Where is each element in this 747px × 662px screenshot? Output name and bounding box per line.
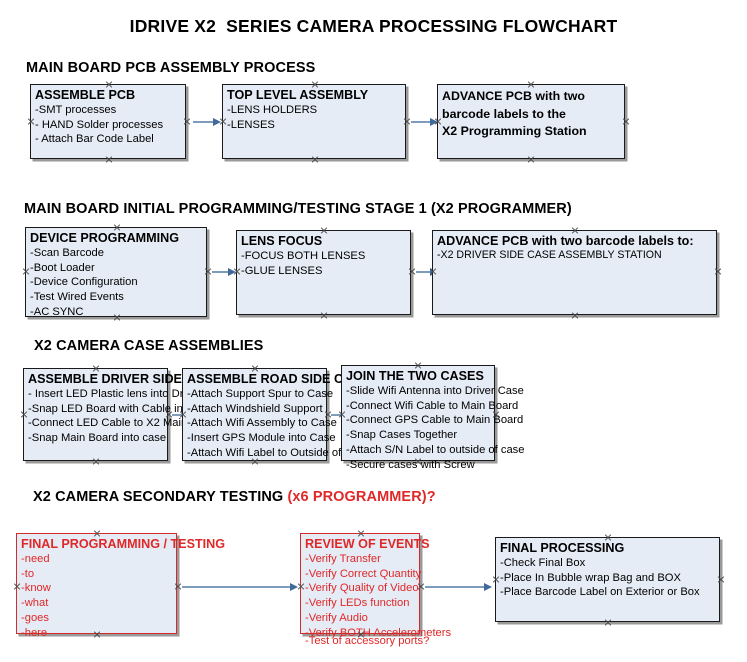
box-line: barcode labels to the xyxy=(442,106,566,121)
box-line: -goes xyxy=(21,611,49,624)
arrow-shaft xyxy=(182,586,291,588)
page-title: IDRIVE X2 SERIES CAMERA PROCESSING FLOWC… xyxy=(129,16,618,36)
box-line: - Attach Bar Code Label xyxy=(35,133,154,146)
arrow-device-programming-to-lens-focus xyxy=(212,267,236,276)
box-line: -Secure cases with Screw xyxy=(346,458,475,471)
section-header-accent: (x6 PROGRAMMER)? xyxy=(287,489,436,505)
box-line: -Device Configuration xyxy=(30,276,138,289)
box-line: -X2 DRIVER SIDE CASE ASSEMBLY STATION xyxy=(437,248,662,261)
section-header-text: MAIN BOARD PCB ASSEMBLY PROCESS xyxy=(26,60,316,76)
box-line: - HAND Solder processes xyxy=(35,118,164,131)
box-line: -LENS HOLDERS xyxy=(227,103,318,116)
box-line: -Test Wired Events xyxy=(30,291,124,304)
box-title: JOIN THE TWO CASES xyxy=(346,369,484,383)
box-assemble-road-side-case[interactable]: ASSEMBLE ROAD SIDE CASE -Attach Support … xyxy=(182,368,371,461)
box-assemble-pcb[interactable]: ASSEMBLE PCB -SMT processes - HAND Solde… xyxy=(30,84,186,159)
arrow-shaft xyxy=(193,121,214,123)
box-final-programming-testing[interactable]: FINAL PROGRAMMING / TESTING -need -to -k… xyxy=(16,533,226,639)
box-line: -AC SYNC xyxy=(30,305,84,318)
box-line: -LENSES xyxy=(227,118,275,131)
box-line: -Place In Bubble wrap Bag and BOX xyxy=(500,571,681,584)
box-title: REVIEW OF EVENTS xyxy=(305,537,430,551)
box-title: DEVICE PROGRAMMING xyxy=(30,231,180,245)
arrow-top-level-assembly-to-advance-pcb xyxy=(411,117,438,126)
arrow-review-of-events-to-final-processing xyxy=(425,582,492,591)
box-title: LENS FOCUS xyxy=(241,234,323,248)
arrow-head xyxy=(290,582,298,591)
box-join-the-two-cases[interactable]: JOIN THE TWO CASES -Slide Wifi Antenna i… xyxy=(341,365,525,471)
box-title: ASSEMBLE DRIVER SIDE CASE xyxy=(28,372,221,386)
section-header-main-board-pcb-assembly: MAIN BOARD PCB ASSEMBLY PROCESS xyxy=(26,60,315,76)
arrow-assemble-pcb-to-top-level-assembly xyxy=(193,117,221,126)
section-header-main-board-initial-programming: MAIN BOARD INITIAL PROGRAMMING/TESTING S… xyxy=(24,201,572,217)
box-line: -Verify BOTH Accelerometers xyxy=(305,626,452,639)
box-overflow-line: -Test of accessory ports? xyxy=(305,635,430,647)
box-review-of-events[interactable]: REVIEW OF EVENTS -Verify Transfer -Verif… xyxy=(300,533,451,647)
arrow-shaft xyxy=(212,271,229,273)
box-line: -GLUE LENSES xyxy=(241,264,323,277)
arrow-shaft xyxy=(425,586,485,588)
box-title: FINAL PROCESSING xyxy=(500,541,625,555)
section-header-x2-camera-case-assemblies: X2 CAMERA CASE ASSEMBLIES xyxy=(34,338,263,354)
box-line: -Snap Main Board into case xyxy=(28,432,167,445)
box-line: -Attach Support Spur to Case xyxy=(187,387,334,400)
box-line: -Place Barcode Label on Exterior or Box xyxy=(500,586,700,599)
box-line: - Insert LED Plastic lens into Driver Ca… xyxy=(28,387,231,400)
arrow-shaft xyxy=(416,271,431,273)
box-line: -Attach Wifi Assembly to Case xyxy=(187,417,337,430)
box-line: ADVANCE PCB with two xyxy=(442,89,585,103)
box-title: FINAL PROGRAMMING / TESTING xyxy=(21,537,226,551)
box-top-level-assembly[interactable]: TOP LEVEL ASSEMBLY -LENS HOLDERS -LENSES xyxy=(222,84,406,159)
box-line: -Connect GPS Cable to Main Board xyxy=(346,414,524,427)
box-line: -what xyxy=(21,597,49,610)
box-line: -Snap LED Board with Cable into Case xyxy=(28,402,222,415)
arrow-head xyxy=(213,117,221,126)
box-lens-focus[interactable]: LENS FOCUS -FOCUS BOTH LENSES -GLUE LENS… xyxy=(236,230,411,315)
box-line: -to xyxy=(21,567,35,580)
box-advance-pcb-driver-side-case[interactable]: ADVANCE PCB with two barcode labels to: … xyxy=(432,230,717,315)
box-line: -Insert GPS Module into Case xyxy=(187,432,336,445)
box-line: -Attach S/N Label to outside of case xyxy=(346,443,525,456)
box-assemble-driver-side-case[interactable]: ASSEMBLE DRIVER SIDE CASE - Insert LED P… xyxy=(23,368,231,461)
box-title: ASSEMBLE ROAD SIDE CASE xyxy=(187,372,369,386)
box-device-programming[interactable]: DEVICE PROGRAMMING -Scan Barcode -Boot L… xyxy=(25,227,207,318)
box-line: -Verify Transfer xyxy=(305,552,381,565)
box-final-processing[interactable]: FINAL PROCESSING -Check Final Box -Place… xyxy=(495,537,720,622)
box-title: TOP LEVEL ASSEMBLY xyxy=(227,88,369,102)
box-line: -Boot Loader xyxy=(30,261,95,274)
box-line: -SMT processes xyxy=(35,103,117,116)
box-line: X2 Programming Station xyxy=(442,124,587,139)
box-line: -FOCUS BOTH LENSES xyxy=(241,249,366,262)
box-line: -need xyxy=(21,552,50,565)
arrow-head xyxy=(228,267,236,276)
box-advance-pcb-x2-programming-station[interactable]: ADVANCE PCB with two barcode labels to t… xyxy=(437,84,625,159)
section-header-text: MAIN BOARD INITIAL PROGRAMMING/TESTING S… xyxy=(24,201,572,217)
box-title: ASSEMBLE PCB xyxy=(35,88,136,102)
box-line: -Verify Quality of Video xyxy=(305,582,419,595)
box-line: -Slide Wifi Antenna into Driver Case xyxy=(346,384,524,397)
arrow-head xyxy=(484,582,492,591)
box-line: -Verify Correct Quantity xyxy=(305,567,422,580)
arrow-shaft xyxy=(411,121,431,123)
box-line: -Attach Windshield Support xyxy=(187,402,323,415)
section-header-text: X2 CAMERA SECONDARY TESTING xyxy=(33,489,288,505)
box-line: -here xyxy=(21,626,48,639)
arrow-final-programming-to-review-of-events xyxy=(182,582,298,591)
box-line: -know xyxy=(21,582,51,595)
box-line: -Scan Barcode xyxy=(30,246,105,259)
box-line: -Verify LEDs function xyxy=(305,597,410,610)
box-line: -Verify Audio xyxy=(305,611,368,624)
box-title: ADVANCE PCB with two barcode labels to: xyxy=(437,234,694,248)
section-header-x2-camera-secondary-testing: X2 CAMERA SECONDARY TESTING (x6 PROGRAMM… xyxy=(33,489,436,505)
box-line: -Attach Wifi Label to Outside of Case xyxy=(187,446,371,459)
box-line: -Snap Cases Together xyxy=(346,429,458,442)
box-line: -Connect LED Cable to X2 Main Board xyxy=(28,417,221,430)
box-line: -Connect Wifi Cable to Main Board xyxy=(346,399,519,412)
section-header-text: X2 CAMERA CASE ASSEMBLIES xyxy=(34,338,264,354)
box-line: -Check Final Box xyxy=(500,556,586,569)
